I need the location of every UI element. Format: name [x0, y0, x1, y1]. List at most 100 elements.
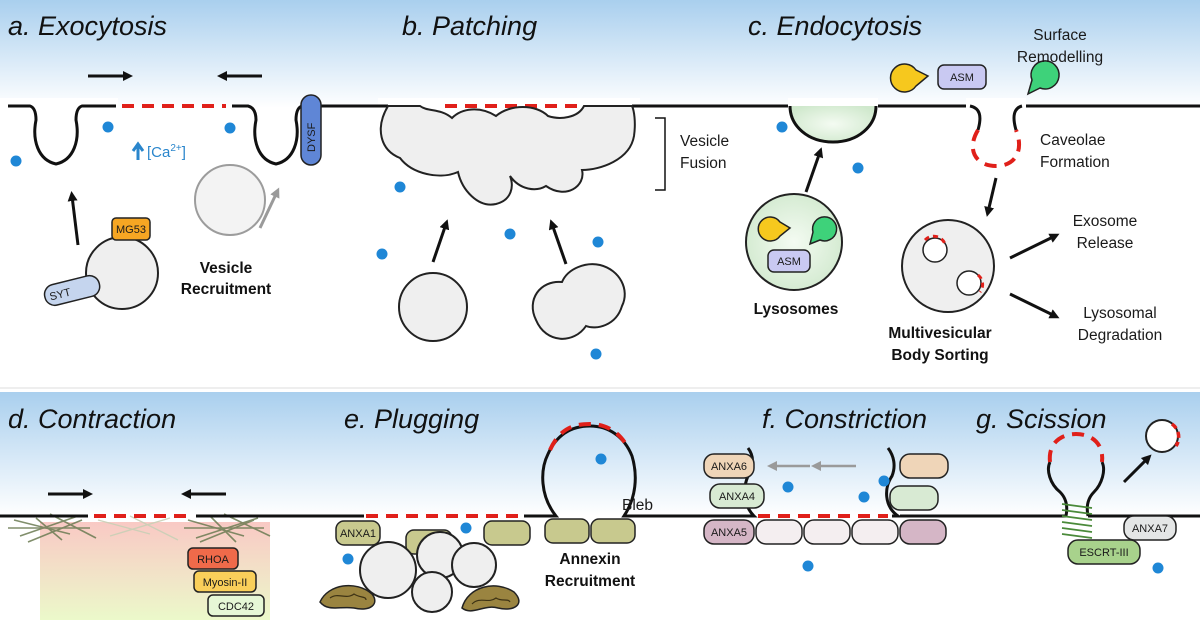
anxa1-protein: [335, 520, 381, 546]
surface-remodelling-label-2: Remodelling: [1017, 49, 1103, 66]
anxa6-label: ANXA6: [711, 461, 747, 473]
calcium-ion: [802, 560, 814, 572]
calcium-ion: [102, 121, 114, 133]
vesicle: [359, 541, 417, 599]
panel-g-scission: g. Scission ESCRT-III ANXA7: [945, 404, 1200, 574]
syt-label: SYT: [48, 286, 72, 303]
caveolae-formation-label-2: Formation: [1040, 154, 1110, 171]
intraluminal-vesicle: [956, 270, 982, 296]
endocytic-cup: [788, 105, 878, 144]
fusion-arrow-right: [548, 219, 568, 265]
annexin-protein: [544, 518, 590, 544]
anxa4-protein-right: [889, 485, 939, 511]
fusion-arrow-left: [431, 219, 450, 263]
degradation-arrow: [1009, 292, 1060, 319]
pacman-yellow-icon-lysosome: [757, 216, 792, 242]
panel-g-title: g. Scission: [976, 404, 1107, 434]
anxa5-label: ANXA5: [711, 527, 747, 539]
escrt-spiral: [1061, 503, 1093, 539]
calcium-ion: [342, 553, 354, 565]
recruitment-arrow-faded: [258, 187, 280, 229]
scission-arrow: [1122, 454, 1152, 484]
dysf-label: DYSF: [306, 122, 318, 152]
faded-vesicle: [194, 164, 266, 236]
calcium-ion: [782, 481, 794, 493]
dysf-protein: [300, 94, 322, 166]
mvb-sorting-label-2: Body Sorting: [891, 347, 988, 364]
mitochondrion-icon: [319, 584, 376, 610]
compound-vesicle: [531, 263, 626, 340]
calcium-ion: [878, 475, 890, 487]
exosome-release-label-1: Exosome: [1073, 213, 1138, 230]
panel-c-title: c. Endocytosis: [748, 11, 922, 41]
anxa4-label: ANXA4: [719, 491, 755, 503]
endocytic-cup-fill: [790, 106, 876, 142]
caveola-neck-right: [1012, 104, 1023, 131]
escrt-protein: [1067, 539, 1141, 565]
mitochondrion-icon: [461, 585, 520, 612]
exosome-release-label-2: Release: [1077, 235, 1134, 252]
calcium-ion: [858, 491, 870, 503]
annexin-recruitment-label-1: Annexin: [559, 551, 620, 568]
exocytic-vesicle-left: [8, 104, 116, 166]
anxa1-label: ANXA1: [340, 528, 376, 540]
anxa6-protein: [703, 453, 755, 479]
scission-lesion: [1047, 431, 1105, 463]
mg53-protein: [111, 217, 151, 241]
surface-remodelling-label-1: Surface: [1033, 27, 1086, 44]
caveola-lesion: [970, 128, 1022, 169]
vesicle: [451, 542, 497, 588]
lysosomal-degradation-label-2: Degradation: [1078, 327, 1162, 344]
calcium-ion: [852, 162, 864, 174]
calcium-ion: [776, 121, 788, 133]
anxa5-protein: [703, 519, 755, 545]
myosin-label: Myosin-II: [203, 577, 248, 589]
panel-d-title: d. Contraction: [8, 404, 176, 434]
intraluminal-vesicle: [922, 237, 948, 263]
myosin-protein: [193, 570, 257, 593]
caveola-neck-left: [969, 104, 982, 131]
rhoa-protein: [187, 547, 239, 570]
vesicle-fusion-bracket: [655, 117, 666, 191]
annexin-lattice-unit: [851, 519, 899, 545]
anxa6-protein-right: [899, 453, 949, 479]
calcium-ion: [592, 236, 604, 248]
asm-protein-top: [937, 64, 987, 90]
fused-vesicle-patch: [379, 105, 636, 206]
annexin-protein: [483, 520, 531, 546]
lysosome: [745, 193, 843, 291]
recruited-vesicle: [85, 236, 159, 310]
anxa4-protein: [709, 483, 765, 509]
calcium-ion: [504, 228, 516, 240]
vesicle-recruitment-label-2: Recruitment: [181, 281, 271, 298]
panel-b-title: b. Patching: [402, 11, 537, 41]
cdc42-label: CDC42: [218, 601, 254, 613]
calcium-ion: [10, 155, 22, 167]
mg53-label: MG53: [116, 224, 146, 236]
calcium-label: [Ca2+]: [147, 143, 186, 161]
multivesicular-body: [901, 219, 995, 313]
panel-c-endocytosis: c. Endocytosis ASM Surface Remodelling C…: [745, 11, 1162, 364]
vesicle-fusion-label-1: Vesicle: [680, 133, 729, 150]
exosome-arrow: [1009, 233, 1060, 260]
panel-a-title: a. Exocytosis: [8, 11, 167, 41]
pacman-green-icon-lysosome: [808, 216, 838, 246]
caveolae-formation-label-1: Caveolae: [1040, 132, 1106, 149]
anxa7-label: ANXA7: [1132, 523, 1168, 535]
calcium-ion: [224, 122, 236, 134]
calcium-ion: [376, 248, 388, 260]
vesicle-fusion-label-2: Fusion: [680, 155, 727, 172]
exocytic-vesicle-right: [232, 104, 390, 166]
vesicle-recruitment-label-1: Vesicle: [200, 260, 253, 277]
mvb-sorting-label-1: Multivesicular: [888, 325, 991, 342]
panel-d-contraction: d. Contraction RHOA Myosin-II CDC42: [0, 404, 330, 620]
calcium-increase-icon: [131, 141, 145, 160]
annexin-recruitment-label-2: Recruitment: [545, 573, 635, 590]
syt-protein: [43, 274, 101, 307]
recruitment-arrow: [67, 191, 80, 246]
rhoa-label: RHOA: [197, 554, 229, 566]
asm-protein-lysosome: [767, 249, 811, 273]
calcium-ion: [590, 348, 602, 360]
vesicle: [411, 571, 453, 613]
